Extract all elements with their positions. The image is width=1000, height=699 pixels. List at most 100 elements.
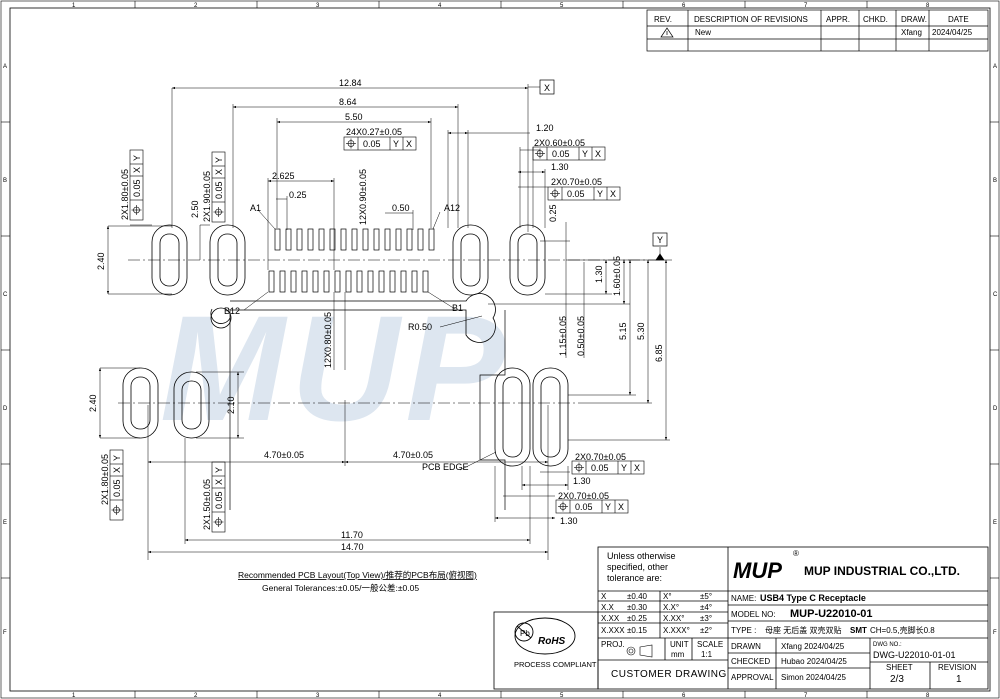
- label-a12: A12: [444, 203, 460, 213]
- dim-24x027: 24X0.27±0.05: [346, 127, 402, 137]
- dim-2x150: 2X1.50±0.05: [202, 479, 212, 530]
- fcf-i-tol: 0.05: [575, 502, 593, 512]
- sheet-value: 2/3: [890, 674, 904, 685]
- sheet-label: SHEET: [886, 663, 913, 672]
- tol-r3-c2: ±0.25: [627, 614, 648, 623]
- dim-2-10: 2.10: [226, 396, 236, 414]
- zone-col-2: 2: [194, 3, 198, 9]
- rev-header-chkd: CHKD.: [863, 15, 888, 24]
- dim-8-64: 8.64: [339, 97, 357, 107]
- dim-2-40a: 2.40: [96, 252, 106, 270]
- rev-row-date: 2024/04/25: [932, 28, 973, 37]
- fcf-h-d2: X: [634, 463, 640, 473]
- tol-heading-2: specified, other: [607, 562, 668, 572]
- fcf-g-tol: 0.05: [214, 491, 224, 509]
- dim-2-50: 2.50: [190, 200, 200, 218]
- tol-r4-c4: ±2°: [700, 626, 712, 635]
- fcf-c-d2: X: [610, 189, 616, 199]
- drawn-label: DRAWN: [731, 642, 761, 651]
- fcf-d-d2: Y: [132, 155, 142, 161]
- company-logo-reg: ®: [793, 549, 799, 558]
- tol-r2-c4: ±4°: [700, 603, 712, 612]
- rohs-icon: [514, 617, 576, 655]
- zone-col-4b: 4: [438, 693, 442, 699]
- rohs-caption: PROCESS COMPLIANT: [514, 660, 597, 669]
- zone-col-6: 6: [682, 3, 686, 9]
- revision-value: 1: [956, 674, 962, 685]
- dim-0-50: 0.50: [392, 203, 410, 213]
- tol-r1-c3: X°: [663, 592, 672, 601]
- zone-col-7: 7: [804, 3, 808, 9]
- fcf-d-tol: 0.05: [132, 179, 142, 197]
- datum-markers: [539, 79, 668, 261]
- fcf-e-d2: Y: [214, 157, 224, 163]
- fcf-a-d1: Y: [393, 139, 399, 149]
- fcf-d-d1: X: [132, 167, 142, 173]
- zone-row-c: C: [3, 292, 8, 298]
- dim-2x060: 2X0.60±0.05: [534, 138, 585, 148]
- tol-r4-c2: ±0.15: [627, 626, 648, 635]
- tol-r3-c1: X.XX: [601, 614, 620, 623]
- revision-table: [646, 9, 989, 52]
- tol-r2-c3: X.X°: [663, 603, 679, 612]
- zone-col-5: 5: [560, 3, 564, 9]
- fcf-i-d2: X: [618, 502, 624, 512]
- fcf-f-d2: Y: [112, 455, 122, 461]
- rev-header-draw: DRAW.: [901, 15, 927, 24]
- zone-row-b-r: B: [993, 178, 997, 184]
- fcf-frames: [109, 136, 645, 533]
- zone-row-a: A: [3, 64, 7, 70]
- projection-icon: [626, 644, 653, 658]
- fcf-b-tol: 0.05: [552, 149, 570, 159]
- dim-r0-50: R0.50: [408, 322, 432, 332]
- type-label: TYPE :: [731, 626, 756, 635]
- zone-col-1b: 1: [72, 693, 76, 699]
- company-logo: MUP: [733, 558, 782, 583]
- unit-label: UNIT: [670, 640, 689, 649]
- dim-5-30: 5.30: [636, 322, 646, 340]
- zone-col-3b: 3: [316, 693, 320, 699]
- zone-row-d-r: D: [993, 406, 998, 412]
- dim-1-30-c: 1.30: [560, 516, 578, 526]
- rev-header-date: DATE: [948, 15, 969, 24]
- dim-1-30v: 1.30: [594, 265, 604, 283]
- fcf-e-d1: X: [214, 169, 224, 175]
- zone-row-b: B: [3, 178, 7, 184]
- pad-row-b: [268, 270, 429, 293]
- customer-drawing: CUSTOMER DRAWING: [611, 669, 727, 680]
- dwg-value: DWG-U22010-01-01: [873, 650, 956, 660]
- label-b12: B12: [224, 306, 240, 316]
- tol-r4-c1: X.XXX: [601, 626, 625, 635]
- watermark-text: MUP: [160, 284, 511, 452]
- dim-12x090: 12X0.90±0.05: [358, 169, 368, 225]
- rohs-mark-text: RoHS: [538, 636, 566, 647]
- dim-1-60: 1.60±0.05: [612, 256, 622, 296]
- rev-header-rev: REV.: [654, 15, 672, 24]
- zone-row-d: D: [3, 406, 8, 412]
- type-value: 母座 无后盖 双壳双贴: [765, 625, 841, 635]
- dim-12x080: 12X0.80±0.05: [323, 312, 333, 368]
- dim-2-40b: 2.40: [88, 394, 98, 412]
- fcf-c-tol: 0.05: [567, 189, 585, 199]
- fcf-b-d1: Y: [582, 149, 588, 159]
- zone-row-f-r: F: [993, 630, 997, 636]
- scale-label: SCALE: [697, 640, 723, 649]
- datum-y-label: Y: [657, 235, 663, 245]
- fcf-h-tol: 0.05: [591, 463, 609, 473]
- checked-value: Hubao 2024/04/25: [781, 657, 847, 666]
- zone-row-f: F: [3, 630, 7, 636]
- zone-col-6b: 6: [682, 693, 686, 699]
- approval-label: APPROVAL: [731, 673, 774, 682]
- dimension-lines: [98, 84, 672, 560]
- company-name: MUP INDUSTRIAL CO.,LTD.: [804, 564, 960, 578]
- zone-col-8: 8: [926, 3, 930, 9]
- drawn-value: Xfang 2024/04/25: [781, 642, 845, 651]
- dim-2-625: 2.625: [272, 171, 295, 181]
- dim-2x070c: 2X0.70±0.05: [558, 491, 609, 501]
- zone-col-4: 4: [438, 3, 442, 9]
- model-label: MODEL NO:: [731, 610, 776, 619]
- dim-6-85: 6.85: [654, 344, 664, 362]
- fcf-i-d1: Y: [605, 502, 611, 512]
